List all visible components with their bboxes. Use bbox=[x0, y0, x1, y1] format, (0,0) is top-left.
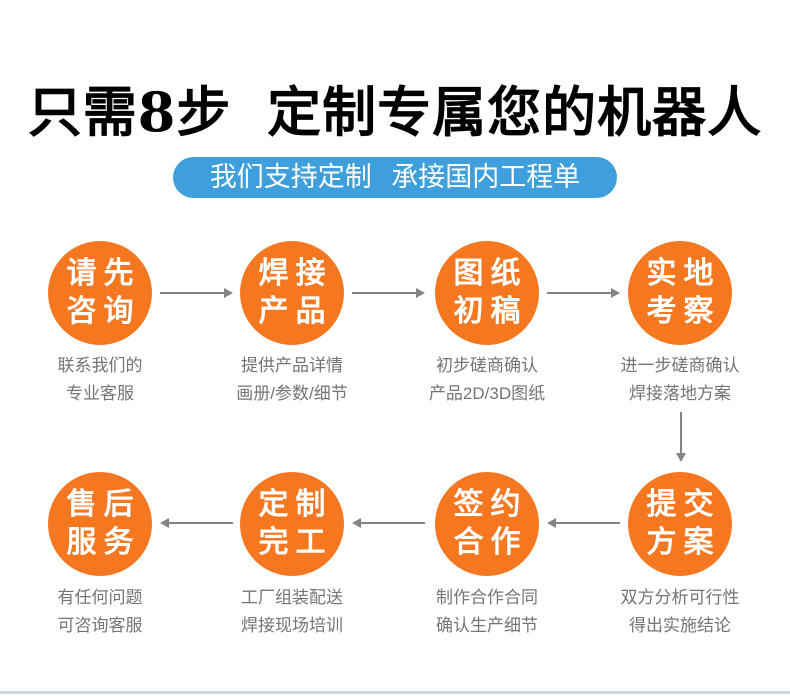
step-label-line2: 考察 bbox=[646, 294, 721, 329]
arrow-left-icon bbox=[547, 518, 620, 528]
step-desc-line2: 专业客服 bbox=[66, 384, 134, 403]
step-desc-line1: 制作合作合同 bbox=[436, 588, 538, 607]
section-divider bbox=[0, 691, 790, 694]
step-label-line1: 实地 bbox=[646, 256, 721, 291]
step-desc-sign-contract: 制作合作合同 确认生产细节 bbox=[377, 584, 597, 640]
step-label-line1: 焊接 bbox=[258, 256, 333, 291]
step-desc-line1: 提供产品详情 bbox=[241, 356, 343, 375]
step-label-line2: 服务 bbox=[66, 525, 141, 560]
step-label-line2: 合作 bbox=[453, 525, 528, 560]
step-circle-consult: 请先 咨询 bbox=[48, 241, 152, 345]
step-label-line2: 完工 bbox=[258, 525, 333, 560]
step-desc-consult: 联系我们的 专业客服 bbox=[0, 352, 210, 408]
step-circle-welding-product: 焊接 产品 bbox=[240, 241, 344, 345]
step-label-line1: 请先 bbox=[66, 256, 141, 291]
step-desc-submit-plan: 双方分析可行性 得出实施结论 bbox=[570, 584, 790, 640]
step-desc-draft-drawing: 初步磋商确认 产品2D/3D图纸 bbox=[377, 352, 597, 408]
page-title: 只需8步 定制专属您的机器人 bbox=[27, 80, 763, 144]
step-circle-draft-drawing: 图纸 初稿 bbox=[435, 241, 539, 345]
step-label-line2: 咨询 bbox=[66, 294, 141, 329]
step-desc-line2: 画册/参数/细节 bbox=[236, 384, 348, 403]
step-label-line2: 初稿 bbox=[453, 294, 528, 329]
step-desc-line1: 联系我们的 bbox=[57, 356, 143, 375]
step-circle-site-visit: 实地 考察 bbox=[628, 241, 732, 345]
arrow-right-icon bbox=[160, 288, 233, 298]
step-desc-line1: 初步磋商确认 bbox=[436, 356, 538, 375]
step-desc-line2: 产品2D/3D图纸 bbox=[428, 384, 546, 403]
step-circle-after-sales: 售后 服务 bbox=[48, 472, 152, 576]
step-desc-line2: 得出实施结论 bbox=[629, 616, 731, 635]
step-label-line1: 售后 bbox=[66, 487, 141, 522]
step-label-line1: 图纸 bbox=[453, 256, 528, 291]
step-desc-site-visit: 进一步磋商确认 焊接落地方案 bbox=[570, 352, 790, 408]
arrow-down-icon bbox=[676, 412, 686, 462]
step-desc-line2: 焊接落地方案 bbox=[629, 384, 731, 403]
arrow-right-icon bbox=[547, 288, 620, 298]
step-label-line1: 定制 bbox=[258, 487, 333, 522]
step-desc-line1: 双方分析可行性 bbox=[620, 588, 740, 607]
step-label-line2: 方案 bbox=[646, 525, 721, 560]
step-circle-sign-contract: 签约 合作 bbox=[435, 472, 539, 576]
subtitle-banner: 我们支持定制 承接国内工程单 bbox=[173, 157, 617, 198]
step-desc-line2: 焊接现场培训 bbox=[241, 616, 343, 635]
step-circle-completion: 定制 完工 bbox=[240, 472, 344, 576]
arrow-left-icon bbox=[160, 518, 233, 528]
step-desc-after-sales: 有任何问题 可咨询客服 bbox=[0, 584, 210, 640]
step-desc-line2: 可咨询客服 bbox=[57, 616, 143, 635]
step-desc-welding-product: 提供产品详情 画册/参数/细节 bbox=[182, 352, 402, 408]
step-circle-submit-plan: 提交 方案 bbox=[628, 472, 732, 576]
step-desc-completion: 工厂组装配送 焊接现场培训 bbox=[182, 584, 402, 640]
step-label-line1: 提交 bbox=[646, 487, 721, 522]
step-desc-line1: 工厂组装配送 bbox=[241, 588, 343, 607]
arrow-left-icon bbox=[352, 518, 425, 528]
step-desc-line1: 进一步磋商确认 bbox=[620, 356, 740, 375]
step-label-line2: 产品 bbox=[258, 294, 333, 329]
arrow-right-icon bbox=[352, 288, 425, 298]
step-desc-line2: 确认生产细节 bbox=[436, 616, 538, 635]
step-desc-line1: 有任何问题 bbox=[57, 588, 143, 607]
step-label-line1: 签约 bbox=[453, 487, 528, 522]
